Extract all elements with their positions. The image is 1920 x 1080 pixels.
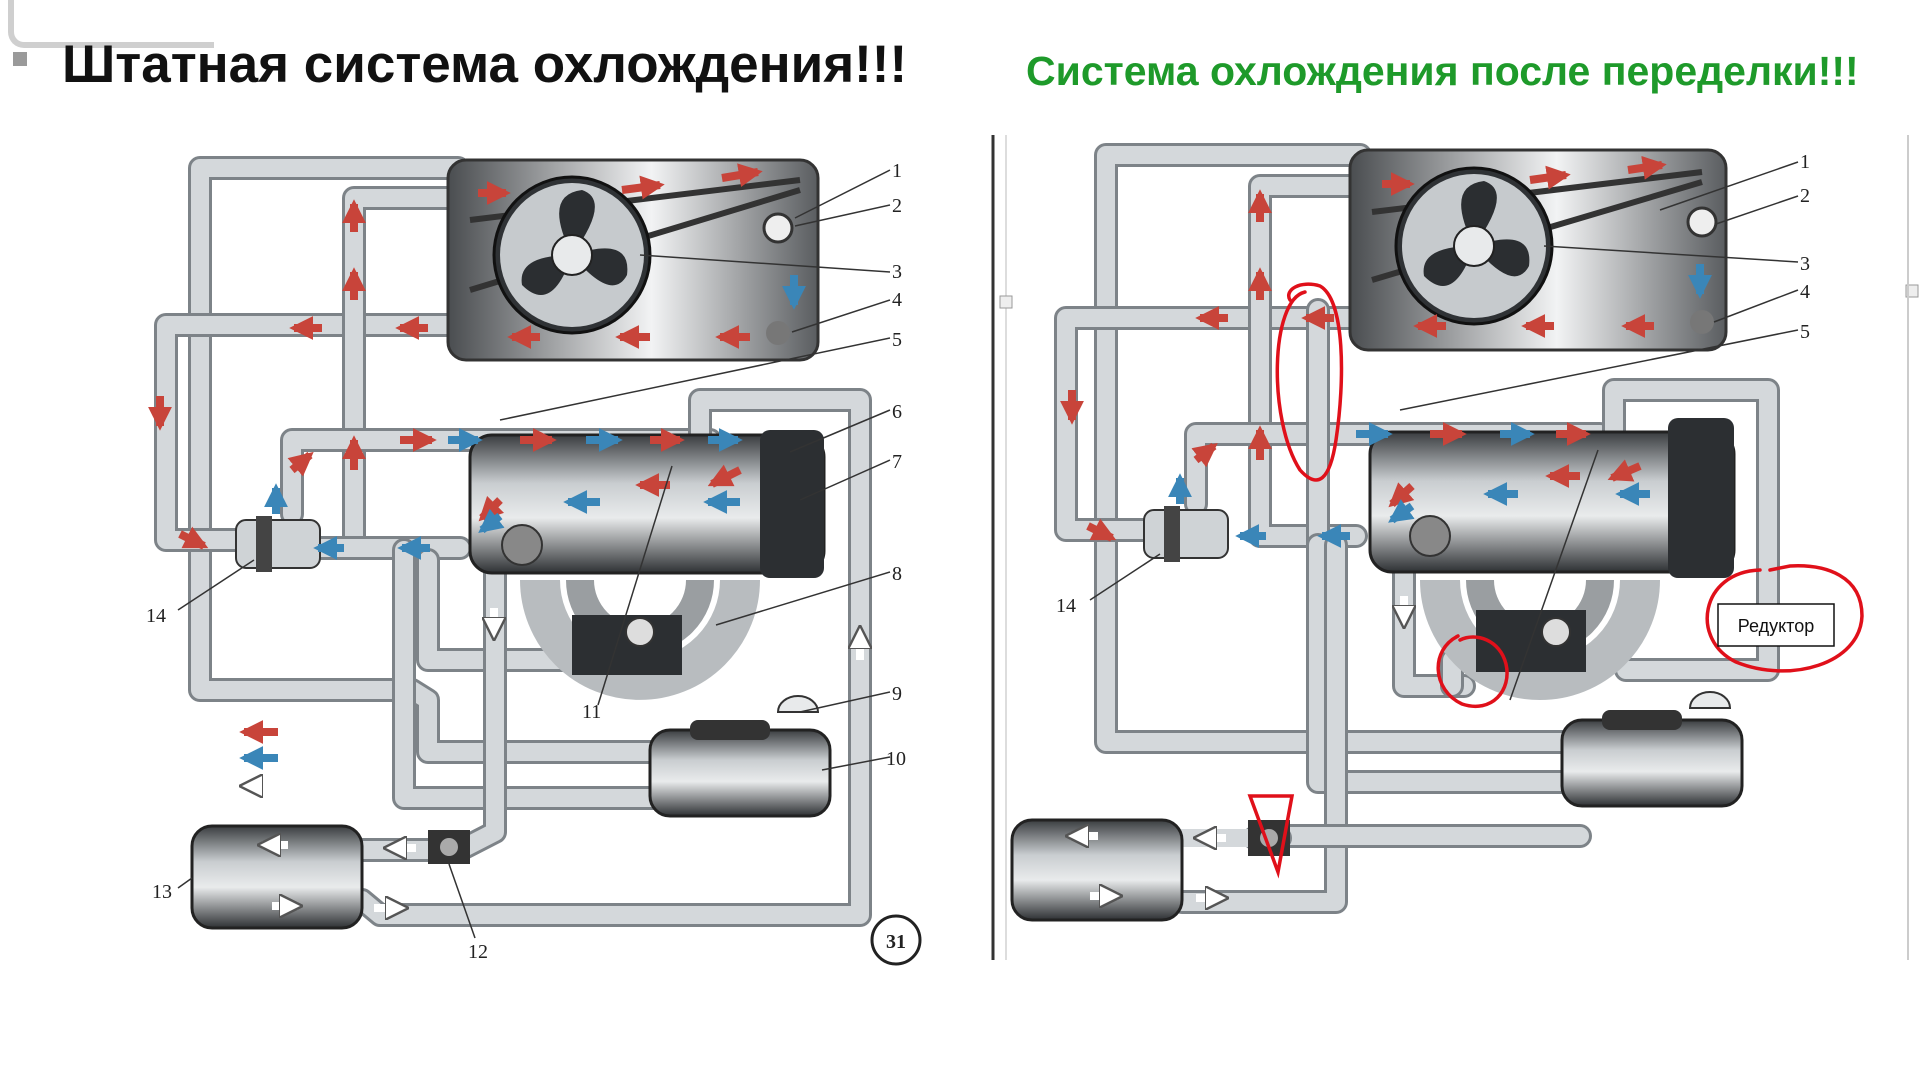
annotation-circle-bypass <box>1275 282 1344 482</box>
left-legend <box>239 720 278 786</box>
left-callout-10: 10 <box>886 748 906 770</box>
right-callout-3: 3 <box>1800 253 1810 275</box>
right-callout-14: 14 <box>1056 595 1076 617</box>
right-expansion-tank <box>1560 718 1744 808</box>
left-callout-5: 5 <box>892 329 902 351</box>
right-callout-5: 5 <box>1800 321 1810 343</box>
left-callout-8: 8 <box>892 563 902 585</box>
right-callout-2: 2 <box>1800 185 1810 207</box>
left-callout-1: 1 <box>892 160 902 182</box>
reducer-label-box <box>1717 603 1835 647</box>
right-flow-arrows <box>1060 155 1712 898</box>
left-heater <box>190 824 364 930</box>
right-callout-4: 4 <box>1800 281 1810 303</box>
left-callout-9: 9 <box>892 683 902 705</box>
annotation-circle-outlet <box>1436 634 1509 708</box>
left-figure-number: 31 <box>886 931 906 953</box>
left-thermostat <box>235 519 321 569</box>
right-diagram: 1 2 3 4 5 14 Редуктор <box>1010 143 1864 922</box>
right-heater <box>1010 818 1184 922</box>
left-figure-badge <box>870 914 922 966</box>
left-diagram: 1 2 3 4 5 6 7 8 9 10 11 12 13 14 31 <box>146 156 922 966</box>
right-thermostat <box>1143 509 1229 559</box>
left-callout-6: 6 <box>892 401 902 423</box>
left-flow-arrows <box>148 163 860 908</box>
red-annotations <box>1247 282 1864 879</box>
title-bullet <box>13 52 27 66</box>
left-callout-12: 12 <box>468 941 488 963</box>
reducer-label: Редуктор <box>1738 616 1814 636</box>
right-title: Система охлождения после переделки!!! <box>1026 48 1859 94</box>
left-callout-14: 14 <box>146 605 166 627</box>
annotation-triangle-valve <box>1247 794 1295 879</box>
left-callout-4: 4 <box>892 289 902 311</box>
right-callout-1: 1 <box>1800 151 1810 173</box>
left-expansion-tank <box>648 728 832 818</box>
annotation-circle-reducer <box>1705 564 1864 673</box>
left-callout-3: 3 <box>892 261 902 283</box>
left-callout-13: 13 <box>152 881 172 903</box>
left-callout-7: 7 <box>892 451 902 473</box>
left-scroll-handle <box>999 295 1013 309</box>
left-callout-2: 2 <box>892 195 902 217</box>
slide-corner-decoration <box>8 0 214 48</box>
left-title: Штатная система охлождения!!! <box>62 35 908 94</box>
left-callout-11: 11 <box>582 701 601 723</box>
